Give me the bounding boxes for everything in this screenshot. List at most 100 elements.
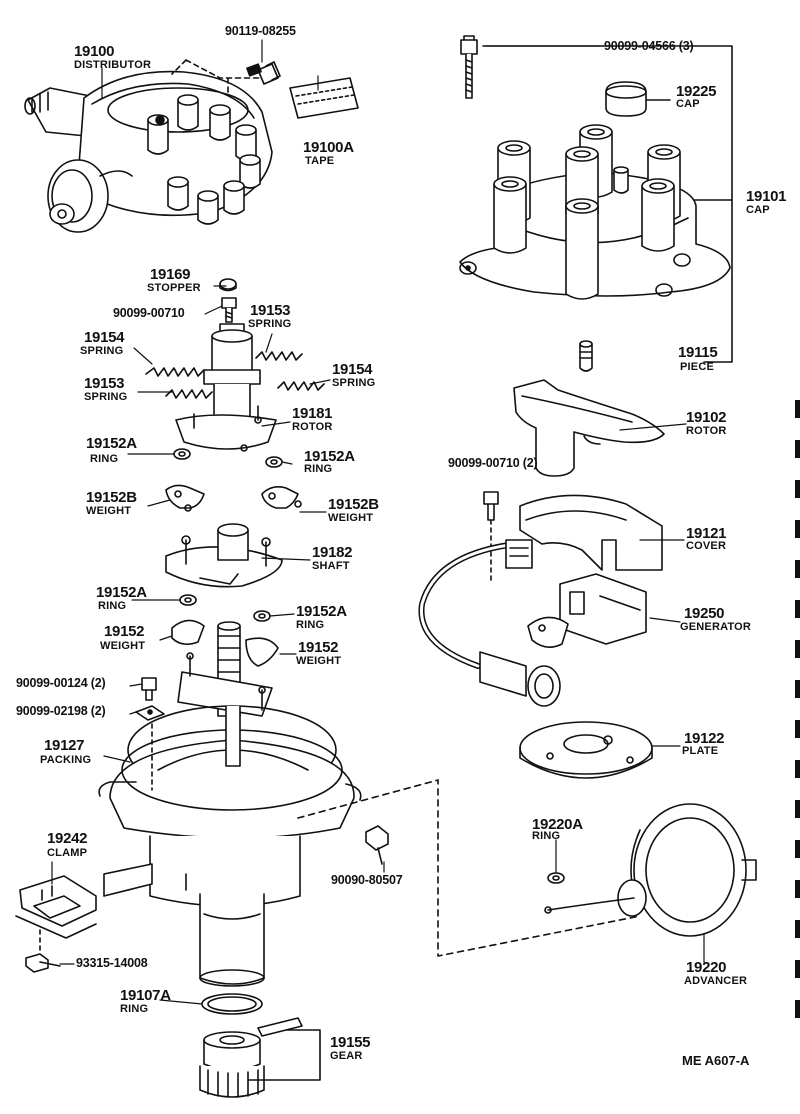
cap-19225-drawing[interactable]	[605, 81, 647, 117]
tape-19100a-drawing[interactable]	[289, 77, 359, 119]
weight-19152b-2-number: 19152B	[328, 496, 379, 513]
cover-name: COVER	[686, 540, 727, 552]
edge-mark	[795, 840, 800, 858]
advancer-number: 19220	[686, 959, 727, 976]
ring-19152a-4-drawing[interactable]	[253, 610, 271, 622]
screw-90099-04566-label: 90099-04566 (3)	[604, 39, 694, 53]
generator-number: 19250	[684, 605, 725, 622]
clamp-19242-drawing[interactable]	[15, 875, 97, 939]
spring-19154-left-drawing[interactable]	[145, 367, 205, 377]
packing-name: PACKING	[40, 754, 92, 766]
weight-19152-2-drawing[interactable]	[245, 637, 279, 667]
weight-19152-2-number: 19152	[298, 639, 339, 656]
edge-mark	[795, 440, 800, 458]
ring-19152a-3-name: RING	[98, 600, 127, 612]
weight-19152-2-name: WEIGHT	[296, 655, 342, 667]
clamp-name: CLAMP	[47, 847, 88, 859]
generator-19250-drawing[interactable]	[418, 539, 647, 707]
shaft-number: 19182	[312, 544, 353, 561]
screw-90099-00124-drawing[interactable]	[141, 677, 157, 701]
plate-19122-drawing[interactable]	[519, 721, 653, 779]
rotor-19102-drawing[interactable]	[513, 379, 665, 477]
spring-19153-left-drawing[interactable]	[165, 389, 213, 399]
bolt-90090-80507-drawing[interactable]	[365, 825, 389, 865]
shaft-19182-drawing[interactable]	[165, 523, 283, 588]
edge-mark	[795, 720, 800, 738]
ring-19152a-2-name: RING	[304, 463, 333, 475]
spring-19153-top-drawing[interactable]	[255, 351, 303, 361]
weight-19152b-1-number: 19152B	[86, 489, 137, 506]
edge-mark	[795, 960, 800, 978]
spring-19154-right-number: 19154	[332, 361, 373, 378]
edge-mark	[795, 760, 800, 778]
rotor-19181-name: ROTOR	[292, 421, 333, 433]
screw-90099-00710-2-drawing[interactable]	[483, 491, 499, 521]
edge-mark	[795, 920, 800, 938]
screw-90099-04566-drawing[interactable]	[460, 35, 478, 99]
ring-19152a-1-number: 19152A	[86, 435, 137, 452]
edge-mark	[795, 880, 800, 898]
ring-19220a-drawing[interactable]	[547, 872, 565, 884]
clamp-number: 19242	[47, 830, 88, 847]
edge-mark	[795, 600, 800, 618]
tape-number: 19100A	[303, 139, 354, 156]
stopper-number: 19169	[150, 266, 191, 283]
screw-90099-00124-label: 90099-00124 (2)	[16, 676, 106, 690]
ring-19220a-number: 19220A	[532, 816, 583, 833]
advancer-19220-drawing[interactable]	[544, 803, 757, 937]
packing-number: 19127	[44, 737, 85, 754]
edge-mark	[795, 680, 800, 698]
weight-19152b-2-drawing[interactable]	[261, 486, 302, 509]
rotor-19181-number: 19181	[292, 405, 333, 422]
cap-19101-number: 19101	[746, 188, 787, 205]
spring-19154-left-number: 19154	[84, 329, 125, 346]
gear-19155-drawing[interactable]	[199, 1017, 303, 1098]
ring-19152a-4-number: 19152A	[296, 603, 347, 620]
bolt-93315-14008-label: 93315-14008	[76, 956, 148, 970]
spring-19153-top-name: SPRING	[248, 318, 292, 330]
ring-19152a-1-drawing[interactable]	[173, 448, 191, 460]
ring-19107a-name: RING	[120, 1003, 149, 1015]
spring-19154-right-drawing[interactable]	[277, 381, 325, 391]
piece-19115-drawing[interactable]	[579, 340, 593, 372]
cap-19101-drawing[interactable]	[459, 124, 731, 300]
edge-mark	[795, 1000, 800, 1018]
ring-19220a-name: RING	[532, 830, 561, 842]
bolt-90119-08255-label: 90119-08255	[225, 24, 296, 38]
weight-19152b-1-drawing[interactable]	[165, 484, 205, 512]
spring-19154-left-name: SPRING	[80, 345, 124, 357]
cap-19101-name: CAP	[746, 204, 770, 216]
washer-90099-02198-drawing[interactable]	[135, 705, 165, 721]
stopper-name: STOPPER	[147, 282, 201, 294]
rotor-19102-number: 19102	[686, 409, 727, 426]
bolt-93315-14008-drawing[interactable]	[25, 953, 61, 973]
distributor-assembly-drawing[interactable]	[24, 70, 273, 233]
generator-name: GENERATOR	[680, 621, 752, 633]
ring-19152a-3-drawing[interactable]	[179, 594, 197, 606]
distributor-name: DISTRIBUTOR	[74, 59, 152, 71]
gear-name: GEAR	[330, 1050, 363, 1062]
cover-19121-drawing[interactable]	[519, 494, 663, 571]
cover-number: 19121	[686, 525, 727, 542]
rotor-19181-drawing[interactable]	[175, 323, 277, 452]
piece-name: PIECE	[680, 361, 715, 373]
weight-19152-1-drawing[interactable]	[171, 619, 205, 646]
ring-19152a-2-drawing[interactable]	[265, 456, 283, 468]
housing-body-drawing[interactable]	[98, 621, 362, 987]
cap-19225-name: CAP	[676, 98, 700, 110]
screw-90099-00710-label: 90099-00710	[113, 306, 185, 320]
bolt-90119-08255-drawing[interactable]	[246, 61, 281, 85]
ring-19152a-3-number: 19152A	[96, 584, 147, 601]
shaft-name: SHAFT	[312, 560, 350, 572]
spring-19153-left-number: 19153	[84, 375, 125, 392]
tape-name: TAPE	[305, 155, 335, 167]
weight-19152b-2-name: WEIGHT	[328, 512, 374, 524]
screw-90099-00710-drawing[interactable]	[221, 297, 237, 323]
stopper-19169-drawing[interactable]	[219, 278, 237, 292]
edge-mark	[795, 800, 800, 818]
ring-19107a-drawing[interactable]	[201, 993, 263, 1015]
piece-number: 19115	[678, 344, 718, 361]
edge-mark	[795, 640, 800, 658]
leader-lines	[51, 39, 705, 1005]
